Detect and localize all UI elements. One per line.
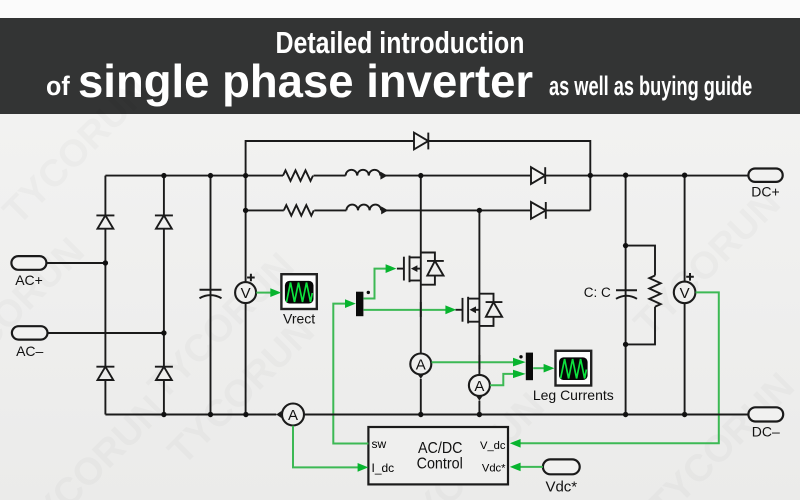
svg-text:AC/DC: AC/DC [418, 440, 463, 457]
svg-text:sw: sw [372, 437, 387, 451]
svg-text:AC+: AC+ [15, 272, 43, 288]
svg-text:Leg Currents: Leg Currents [533, 387, 614, 403]
svg-text:Vdc*: Vdc* [545, 479, 577, 496]
svg-text:TYCORUN: TYCORUN [10, 388, 173, 500]
svg-text:AC–: AC– [16, 343, 43, 359]
svg-text:TYCORUN: TYCORUN [626, 182, 789, 345]
svg-text:TYCORUN: TYCORUN [0, 230, 93, 393]
svg-text:V: V [680, 285, 690, 302]
svg-text:V_dc: V_dc [480, 440, 506, 452]
svg-text:A: A [288, 407, 298, 424]
svg-text:DC+: DC+ [751, 184, 779, 200]
svg-text:Vrect: Vrect [283, 311, 315, 327]
svg-text:I_dc: I_dc [372, 461, 395, 475]
svg-text:DC–: DC– [752, 424, 780, 440]
svg-text:V: V [241, 285, 251, 302]
svg-text:A: A [416, 356, 426, 373]
svg-text:TYCORUN: TYCORUN [0, 70, 158, 233]
svg-text:Control: Control [417, 456, 463, 473]
svg-text:C: C: C: C [584, 285, 611, 300]
svg-text:Vdc*: Vdc* [482, 463, 506, 475]
svg-text:A: A [474, 378, 484, 395]
